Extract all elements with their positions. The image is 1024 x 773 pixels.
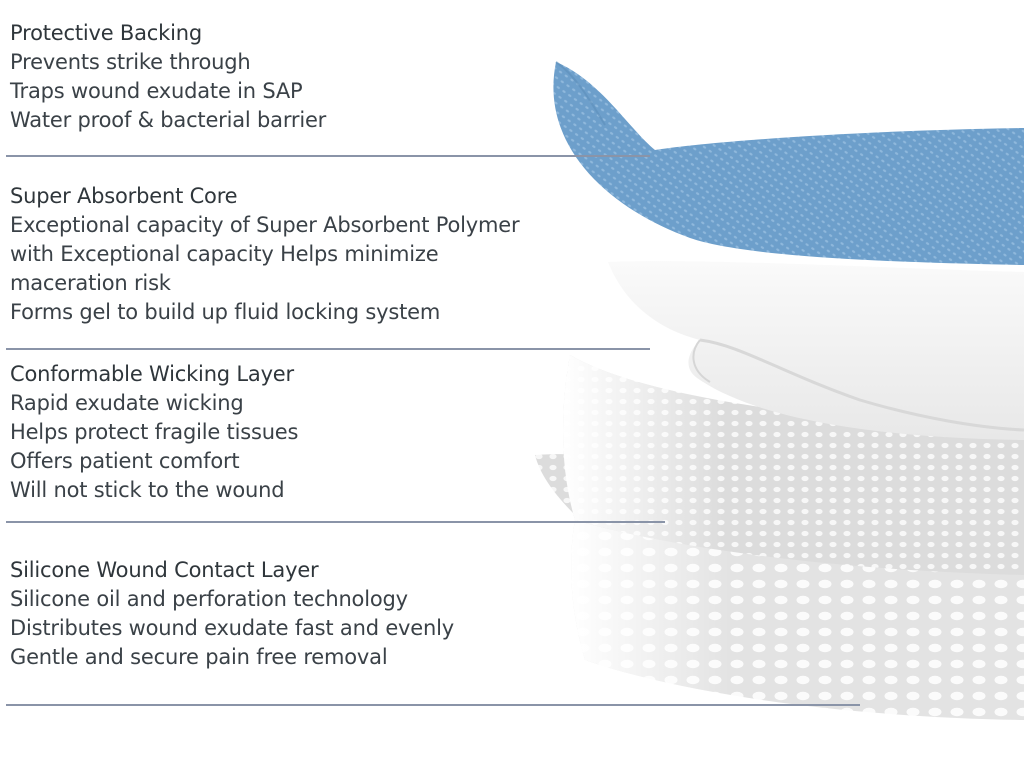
wicking-layer-section: Conformable Wicking Layer Rapid exudate … (10, 360, 570, 505)
layer-description-line: Silicone oil and perforation technology (10, 587, 408, 611)
layer-description-line: Forms gel to build up fluid locking syst… (10, 300, 441, 324)
layer-description-line: with Exceptional capacity Helps minimize (10, 242, 439, 266)
wicking-layer-shape (535, 355, 1024, 575)
layer-description-line: Distributes wound exudate fast and evenl… (10, 616, 454, 640)
protective-backing-shape (553, 61, 1024, 265)
silicone-contact-layer-section: Silicone Wound Contact Layer Silicone oi… (10, 556, 570, 672)
layer-title: Protective Backing (10, 21, 202, 45)
layer-description-line: Gentle and secure pain free removal (10, 645, 388, 669)
layer-title: Silicone Wound Contact Layer (10, 558, 319, 582)
layer-description-line: Water proof & bacterial barrier (10, 108, 327, 132)
silicone-contact-layer-shape (571, 520, 1024, 720)
layer-description-line: Helps protect fragile tissues (10, 420, 299, 444)
super-absorbent-core-section: Super Absorbent Core Exceptional capacit… (10, 182, 570, 327)
layer-description-line: Will not stick to the wound (10, 478, 285, 502)
layer-title: Super Absorbent Core (10, 184, 238, 208)
layer-description-line: Rapid exudate wicking (10, 391, 244, 415)
layer-description-line: Traps wound exudate in SAP (10, 79, 303, 103)
layer-description-line: Prevents strike through (10, 50, 251, 74)
layer-description-line: Offers patient comfort (10, 449, 240, 473)
layer-description-line: Exceptional capacity of Super Absorbent … (10, 213, 520, 237)
absorbent-core-shape (608, 261, 1024, 440)
protective-backing-section: Protective Backing Prevents strike throu… (10, 19, 570, 135)
layer-title: Conformable Wicking Layer (10, 362, 294, 386)
layer-description-line: maceration risk (10, 271, 171, 295)
